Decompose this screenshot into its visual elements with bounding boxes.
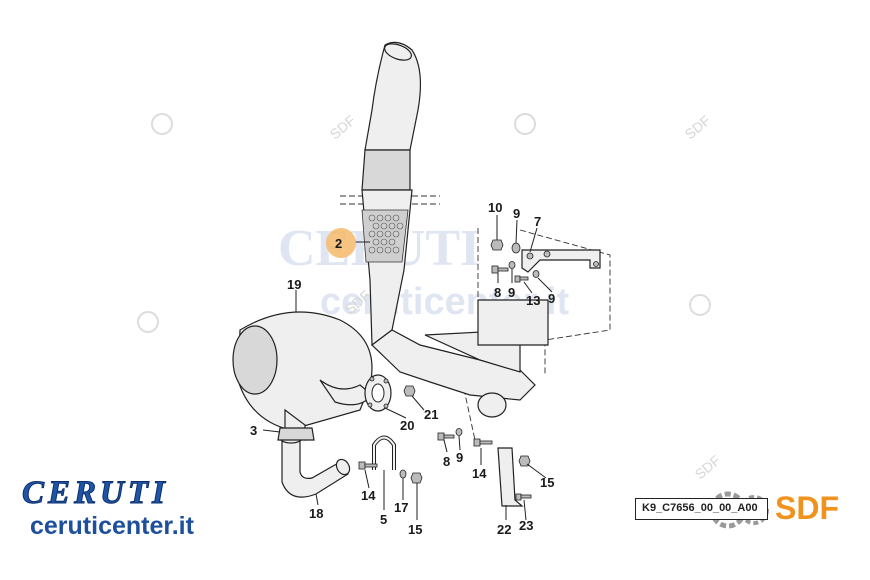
callout-19: 19 [287,277,301,292]
leader-lines [262,215,553,521]
callout-10: 10 [488,200,502,215]
hardware [358,239,540,501]
watermark-sdf-1: SDF [327,112,359,142]
callout-20: 20 [400,418,414,433]
callout-8-upper: 8 [494,285,501,300]
muffler [232,311,373,441]
callout-14-right: 14 [472,466,487,481]
tailpipe [279,432,351,498]
highlight-marker [326,228,356,258]
callout-21: 21 [424,407,438,422]
callouts: 2 3 5 7 8 8 9 9 9 9 10 13 14 14 15 15 17… [250,200,555,537]
mounting-bracket [521,249,601,273]
callout-9-right: 9 [548,291,555,306]
callout-5: 5 [380,512,387,527]
callout-18: 18 [309,506,323,521]
stack-grille [361,209,409,263]
callout-15-right: 15 [540,475,554,490]
watermark-layer: CERUTI ceruticenter.it SDF SDF SDF SDF [137,112,724,482]
callout-2: 2 [335,236,342,251]
flange [364,374,392,412]
callout-3: 3 [250,423,257,438]
callout-7: 7 [534,214,541,229]
callout-13: 13 [526,293,540,308]
callout-8-lower: 8 [443,454,450,469]
ceruti-site-logo: ceruticenter.it [30,512,194,540]
pipe-clamp [277,427,315,441]
watermark-sdf-mark [137,113,711,333]
callout-23: 23 [519,518,533,533]
watermark-sdf-2: SDF [682,112,714,142]
callout-17: 17 [394,500,408,515]
sdf-logo-text: SDF [775,490,839,526]
u-clamp [372,435,396,470]
callout-14-left: 14 [361,488,376,503]
support-bracket [497,447,524,507]
callout-9-lower: 9 [456,450,463,465]
callout-22: 22 [497,522,511,537]
ceruti-logo: CERUTI [22,475,169,511]
callout-15-left: 15 [408,522,422,537]
callout-9-mid: 9 [508,285,515,300]
exhaust-stack-pipe [361,41,549,418]
drawing-reference-code: K9_C7656_00_00_A00 [635,498,768,520]
callout-9-top: 9 [513,206,520,221]
watermark-sdf-4: SDF [692,452,724,482]
